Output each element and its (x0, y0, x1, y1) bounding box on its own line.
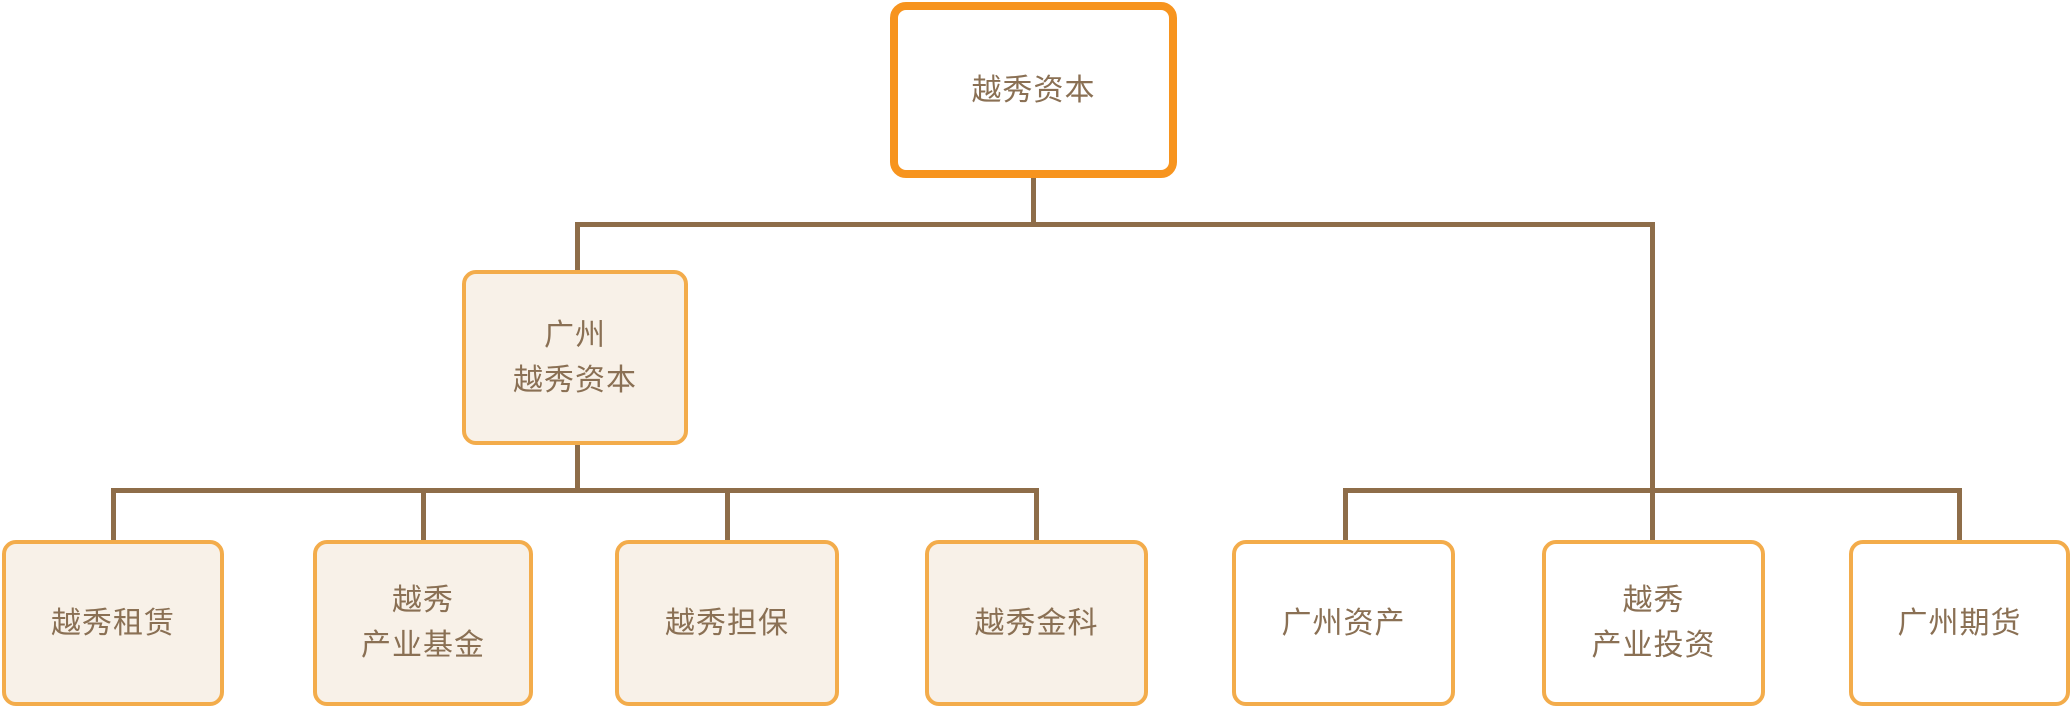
org-node-label-line2: 越秀资本 (513, 363, 637, 397)
org-node-label: 越秀租赁 (51, 606, 175, 640)
connector-right-branch-drop (1650, 222, 1655, 542)
connector-level2-out (575, 444, 580, 492)
connector-level2-drop (575, 222, 580, 272)
connector-drop-futures (1957, 488, 1962, 542)
connector-drop-industrial-fund (421, 488, 426, 542)
org-node-yuexiu-guarantee[interactable]: 越秀担保 (615, 540, 839, 706)
org-node-label: 越秀担保 (665, 606, 789, 640)
org-node-label: 广州期货 (1897, 606, 2022, 640)
org-node-guangzhou-futures[interactable]: 广州期货 (1849, 540, 2070, 706)
org-node-yuexiu-industrial-investment[interactable]: 越秀 产业投资 (1542, 540, 1765, 706)
connector-drop-asset (1343, 488, 1348, 542)
org-node-yuexiu-capital[interactable]: 越秀资本 (890, 2, 1177, 178)
org-node-label-line2: 产业基金 (361, 629, 485, 662)
connector-root-drop (1031, 178, 1036, 227)
connector-drop-leasing (111, 488, 116, 542)
org-node-label-line1: 广州 (544, 318, 606, 352)
org-node-label: 越秀金科 (974, 606, 1099, 640)
org-node-label-line1: 越秀 (392, 584, 454, 617)
org-node-label: 越秀资本 (971, 73, 1096, 107)
connector-level1-rail (575, 222, 1655, 227)
org-node-yuexiu-industrial-fund[interactable]: 越秀 产业基金 (313, 540, 533, 706)
org-node-guangzhou-yuexiu-capital[interactable]: 广州 越秀资本 (462, 270, 688, 445)
connector-drop-fintech (1034, 488, 1039, 542)
connector-left-group-rail (111, 488, 1039, 493)
org-node-label-line1: 越秀 (1622, 584, 1685, 617)
connector-drop-guarantee (725, 488, 730, 542)
org-node-label: 广州资产 (1281, 606, 1406, 640)
org-node-yuexiu-leasing[interactable]: 越秀租赁 (2, 540, 224, 706)
connector-right-group-rail (1343, 488, 1962, 493)
org-node-label-line2: 产业投资 (1591, 629, 1716, 662)
org-node-guangzhou-asset[interactable]: 广州资产 (1232, 540, 1455, 706)
org-node-yuexiu-fintech[interactable]: 越秀金科 (925, 540, 1148, 706)
